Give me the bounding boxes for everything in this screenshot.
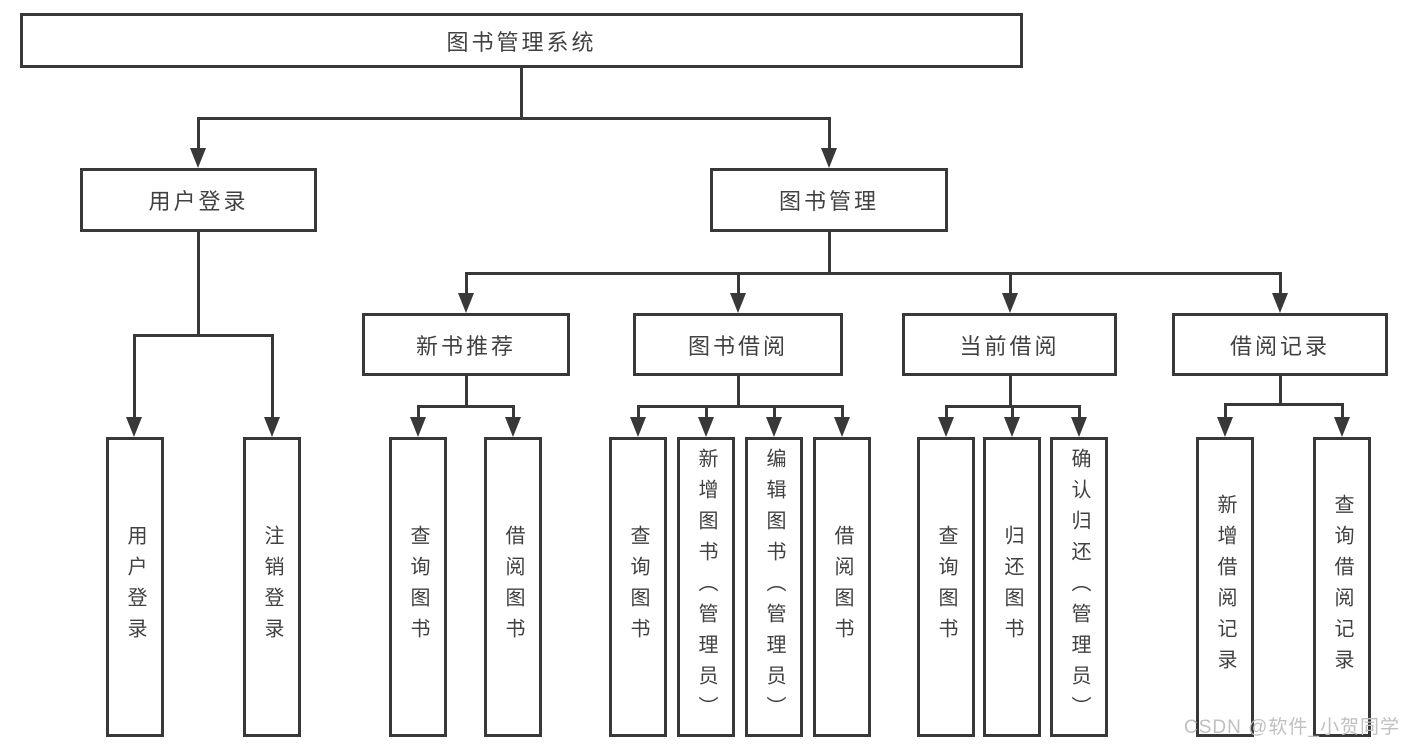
arrow-down-icon (1071, 417, 1087, 437)
leaf-label: 注销登录 (261, 525, 283, 649)
leaf-query-borrow-record: 查询借阅记录 (1313, 437, 1371, 737)
arrow-down-icon (1004, 417, 1020, 437)
arrow-down-icon (730, 293, 746, 313)
leaf-label: 查询图书 (627, 525, 649, 649)
leaf-label: 查询图书 (407, 525, 429, 649)
arrow-down-icon (1217, 417, 1233, 437)
arrow-down-icon (126, 417, 142, 437)
connector-line (133, 334, 136, 419)
arrow-down-icon (1002, 293, 1018, 313)
connector-line (1279, 376, 1282, 403)
leaf-label: 确认归还（管理员） (1068, 447, 1090, 727)
node-current-borrowing: 当前借阅 (902, 313, 1117, 376)
connector-line (828, 232, 831, 272)
connector-line (1009, 272, 1012, 295)
leaf-confirm-return-admin: 确认归还（管理员） (1050, 437, 1108, 737)
connector-line (512, 405, 515, 419)
connector-line (737, 376, 740, 405)
leaf-query-books-recommendation: 查询图书 (389, 437, 447, 737)
connector-line (1078, 405, 1081, 419)
arrow-down-icon (630, 417, 646, 437)
leaf-label: 新增图书（管理员） (695, 447, 717, 727)
arrow-down-icon (821, 148, 837, 168)
leaf-logout: 注销登录 (243, 437, 301, 737)
connector-line (271, 334, 274, 419)
arrow-down-icon (1334, 417, 1350, 437)
node-borrowing-records: 借阅记录 (1172, 313, 1388, 376)
node-user-login: 用户登录 (80, 168, 317, 232)
node-book-management: 图书管理 (710, 168, 948, 232)
leaf-label: 借阅图书 (831, 525, 853, 649)
connector-line (1011, 405, 1014, 419)
connector-line (637, 405, 640, 419)
connector-line (520, 68, 523, 117)
leaf-label: 归还图书 (1001, 525, 1023, 649)
leaf-user-login: 用户登录 (106, 437, 164, 737)
leaf-borrow-books-borrowing: 借阅图书 (813, 437, 871, 737)
csdn-watermark: CSDN @软件_小贺同学 (1184, 717, 1400, 738)
connector-line (417, 405, 420, 419)
connector-line (465, 376, 468, 405)
leaf-borrow-books-recommendation: 借阅图书 (484, 437, 542, 737)
connector-line (737, 272, 740, 295)
connector-line (133, 334, 274, 337)
connector-line (637, 405, 844, 408)
connector-line (773, 405, 776, 419)
leaf-label: 用户登录 (124, 525, 146, 649)
arrow-down-icon (410, 417, 426, 437)
connector-line (197, 232, 200, 334)
connector-line (465, 272, 468, 295)
connector-line (197, 117, 831, 120)
connector-line (1224, 403, 1227, 419)
connector-line (705, 405, 708, 419)
connector-line (197, 117, 200, 150)
connector-line (1341, 403, 1344, 419)
leaf-label: 借阅图书 (502, 525, 524, 649)
connector-line (417, 405, 515, 408)
leaf-add-borrow-record: 新增借阅记录 (1196, 437, 1254, 737)
arrow-down-icon (1272, 293, 1288, 313)
leaf-query-books-current: 查询图书 (917, 437, 975, 737)
node-new-book-recommendation: 新书推荐 (362, 313, 570, 376)
leaf-return-books: 归还图书 (983, 437, 1041, 737)
leaf-label: 查询图书 (935, 525, 957, 649)
leaf-label: 新增借阅记录 (1214, 494, 1236, 680)
connector-line (1279, 272, 1282, 295)
leaf-add-books-admin: 新增图书（管理员） (677, 437, 735, 737)
connector-line (945, 405, 948, 419)
arrow-down-icon (505, 417, 521, 437)
connector-line (828, 117, 831, 150)
connector-line (465, 272, 1282, 275)
arrow-down-icon (264, 417, 280, 437)
node-book-borrowing: 图书借阅 (633, 313, 843, 376)
arrow-down-icon (458, 293, 474, 313)
connector-line (1224, 403, 1343, 406)
arrow-down-icon (698, 417, 714, 437)
leaf-label: 编辑图书（管理员） (763, 447, 785, 727)
connector-line (1009, 376, 1012, 405)
arrow-down-icon (766, 417, 782, 437)
arrow-down-icon (938, 417, 954, 437)
leaf-label: 查询借阅记录 (1331, 494, 1353, 680)
arrow-down-icon (834, 417, 850, 437)
arrow-down-icon (190, 148, 206, 168)
leaf-query-books-borrowing: 查询图书 (609, 437, 667, 737)
node-library-management-system: 图书管理系统 (20, 13, 1023, 68)
connector-line (841, 405, 844, 419)
leaf-edit-books-admin: 编辑图书（管理员） (745, 437, 803, 737)
